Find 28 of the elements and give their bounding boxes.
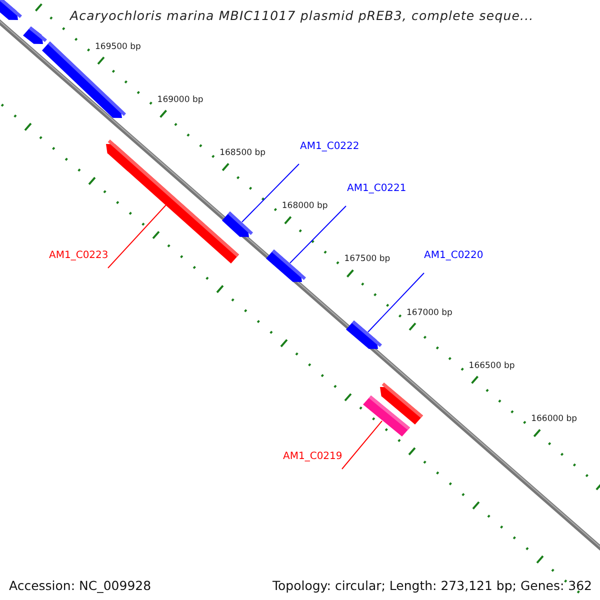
position-label: 167500 bp: [344, 255, 390, 264]
position-label: 166500 bp: [468, 362, 515, 370]
leader-line: [108, 204, 166, 268]
summary-text: Topology: circular; Length: 273,121 bp; Genes: 362: [272, 580, 592, 592]
gene-block: [380, 382, 423, 424]
leader-line: [342, 420, 382, 470]
gene-block: [346, 320, 382, 349]
gene-label: AM1_C0220: [424, 251, 484, 261]
gene-block: [0, 0, 22, 20]
gene-block: [266, 250, 306, 282]
leader-line: [368, 272, 424, 332]
gene-label: AM1_C0223: [49, 251, 108, 261]
leader-line: [290, 206, 346, 264]
position-label: 169500 bp: [95, 42, 141, 52]
accession-text: Accession: NC_009928: [9, 580, 152, 592]
gene-block: [23, 26, 47, 44]
leader-line: [242, 164, 300, 222]
gene-label: AM1_C0222: [300, 142, 360, 152]
position-label: 166000 bp: [531, 415, 578, 424]
position-label: 167000 bp: [406, 308, 452, 318]
gene-block: [42, 42, 126, 118]
gene-label: AM1_C0219: [283, 452, 342, 462]
title: Acaryochloris marina MBIC11017 plasmid pREB3, complete seque...: [70, 10, 534, 22]
position-label: 168500 bp: [220, 149, 266, 158]
position-label: 169000 bp: [157, 96, 204, 104]
gene-label: AM1_C0221: [347, 184, 406, 194]
position-label: 168000 bp: [282, 202, 328, 211]
gene-block: [222, 212, 253, 237]
